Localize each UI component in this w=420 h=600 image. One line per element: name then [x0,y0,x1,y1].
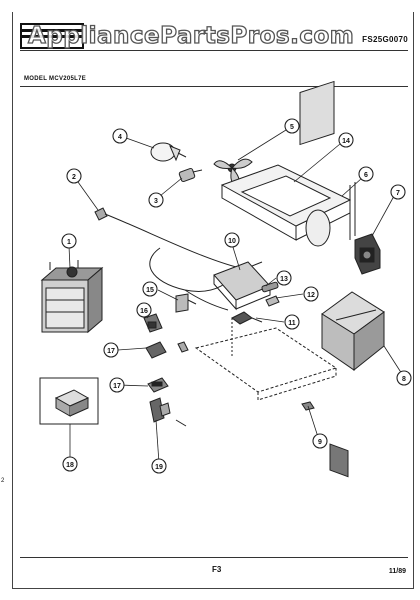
callout-4: 4 [112,128,128,144]
callout-2: 2 [66,168,82,184]
svg-text:13: 13 [280,276,288,283]
callout-10: 10 [224,232,240,248]
svg-text:9: 9 [318,439,322,446]
switch-bracket-lower [147,377,169,393]
switch-bracket-upper [145,341,189,359]
svg-text:8: 8 [402,376,406,383]
model-rule [20,86,408,87]
lamp-socket-part [178,167,203,183]
diode-part [231,311,263,325]
page-frame [12,12,414,589]
svg-text:19: 19 [155,464,163,471]
svg-text:2: 2 [72,174,76,181]
callout-1: 1 [61,233,77,249]
callout-14: 14 [338,132,354,148]
callout-12: 12 [303,286,319,302]
callout-group: 1 2 3 4 5 6 7 8 9 10 11 12 13 14 15 16 1… [61,118,412,474]
svg-text:12: 12 [307,292,315,299]
callout-15: 15 [142,281,158,297]
svg-text:14: 14 [342,138,350,145]
callout-5: 5 [284,118,300,134]
fan-motor-part [354,233,381,275]
magnetron-part [40,260,104,334]
svg-text:18: 18 [66,462,74,469]
footer-rule [20,557,408,558]
svg-text:10: 10 [228,238,236,245]
callout-11: 11 [284,314,300,330]
model-label: MODEL MCV205L7E [24,76,87,82]
svg-text:11: 11 [288,320,296,327]
interlock-switch-lower [149,397,187,427]
header-rule [20,50,408,51]
lamp-bulb-part [150,142,187,162]
callout-17b: 17 [109,377,125,393]
callout-19: 19 [151,458,167,474]
brand-logo [20,23,84,49]
svg-text:17: 17 [107,348,115,355]
svg-text:5: 5 [290,124,294,131]
svg-text:17: 17 [113,383,121,390]
motor-bracket-part [220,80,356,247]
fuse-clip-part [261,281,280,307]
callout-16: 16 [136,302,152,318]
svg-text:16: 16 [140,308,148,315]
kit-box-part [39,377,99,425]
svg-text:3: 3 [154,198,158,205]
transformer-part [321,291,385,478]
svg-text:7: 7 [396,190,400,197]
callout-13: 13 [276,270,292,286]
site-watermark: AppliancePartsPros.com [27,22,355,49]
callout-8: 8 [396,370,412,386]
svg-text:6: 6 [364,172,368,179]
callout-7: 7 [390,184,406,200]
edge-mark: 2 [1,478,5,484]
page-code: F3 [212,565,222,574]
callout-17a: 17 [103,342,119,358]
svg-text:1: 1 [67,239,71,246]
wire-harness-part [94,207,241,311]
diode-bracket-part [175,293,197,313]
callout-3: 3 [148,192,164,208]
svg-text:4: 4 [118,134,122,141]
mounting-plate-edge [257,368,337,401]
revision-date: 11/89 [388,568,406,575]
svg-text:15: 15 [146,287,154,294]
callout-9: 9 [312,433,328,449]
fan-blade-part [213,158,253,187]
callout-6: 6 [358,166,374,182]
product-code: FS25G0070 [362,35,408,44]
mounting-plate-outline [194,327,338,393]
callout-18: 18 [62,456,78,472]
interlock-switch-upper [143,313,163,333]
